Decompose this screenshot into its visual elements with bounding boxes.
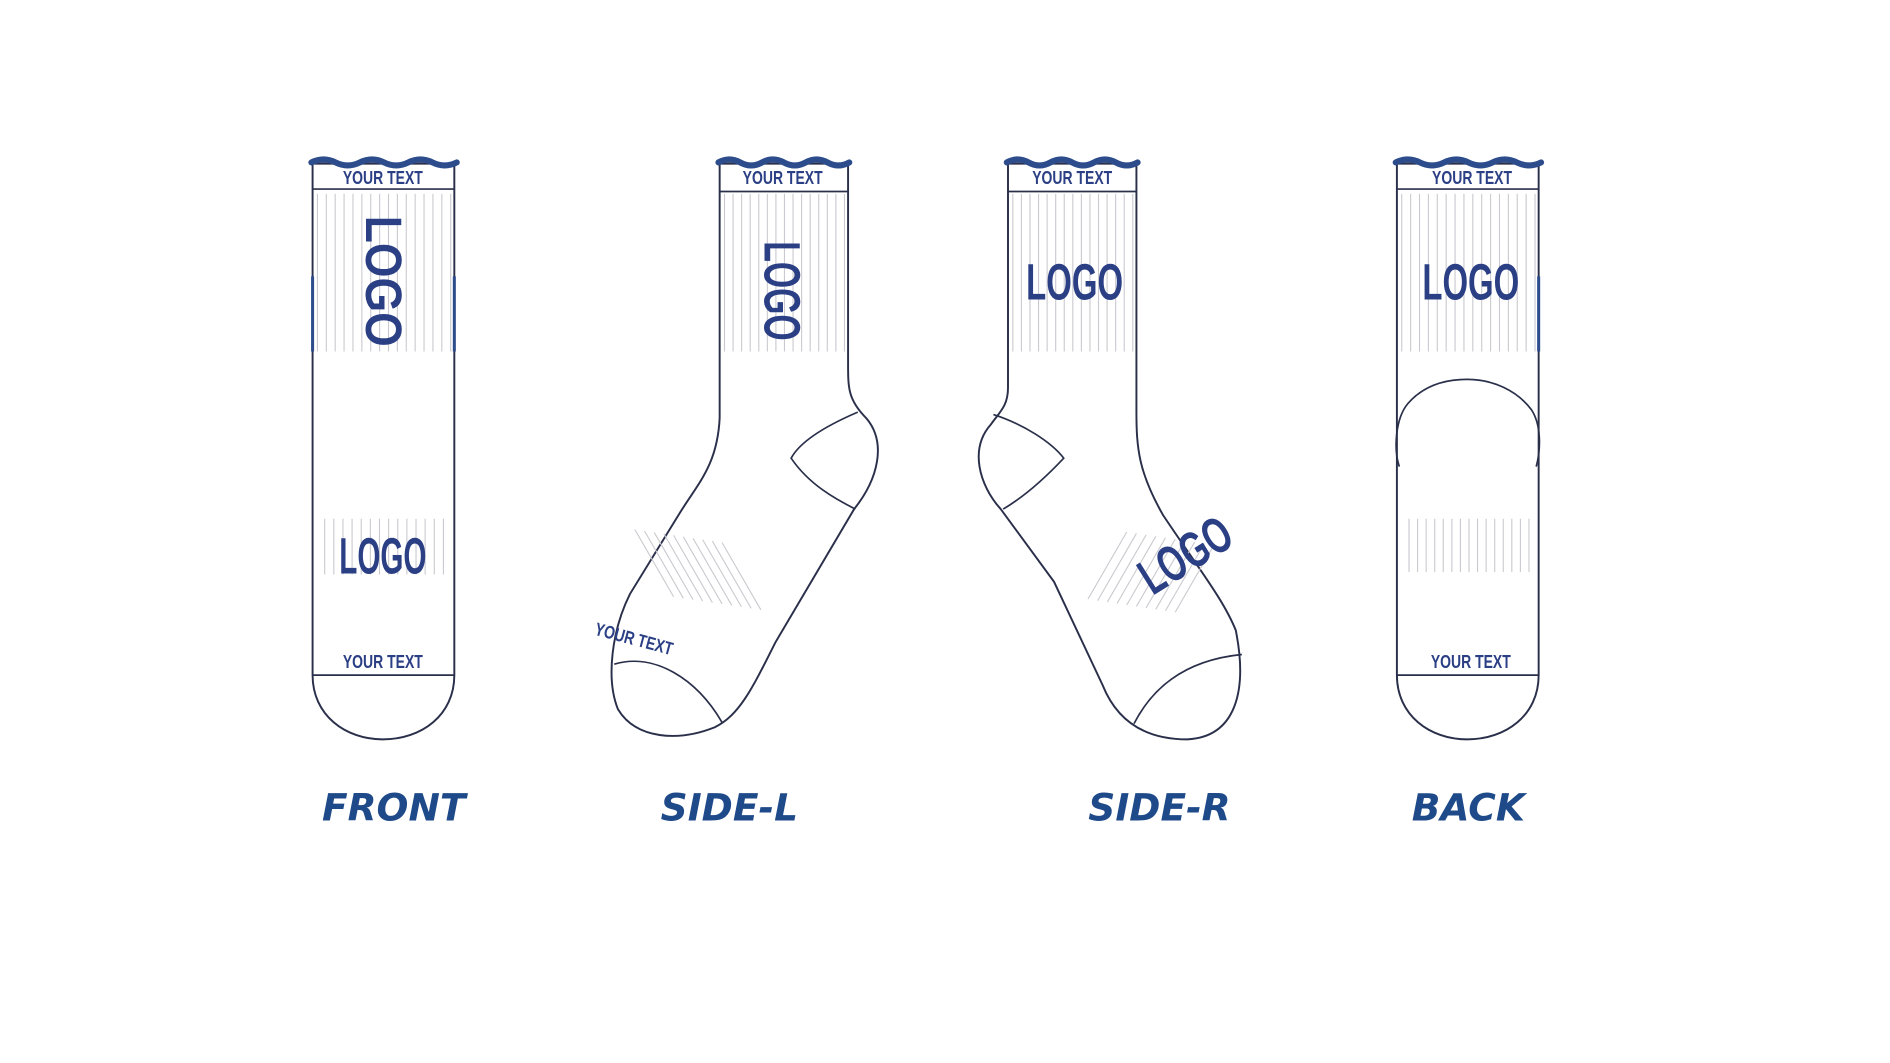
rib-pattern xyxy=(316,193,452,352)
side-r-cuff-text: YOUR TEXT xyxy=(1032,168,1112,188)
back-cuff-text: YOUR TEXT xyxy=(1432,168,1512,188)
side-r-toe xyxy=(1133,653,1242,725)
back-toe-text: YOUR TEXT xyxy=(1431,652,1511,672)
rib-line xyxy=(1097,533,1137,601)
front-toe-text: YOUR TEXT xyxy=(343,652,423,672)
rib-pattern xyxy=(1401,193,1536,352)
back-heel xyxy=(1395,378,1541,467)
side-right-view: YOUR TEXT LOGO LOGO SIDE-R xyxy=(977,156,1243,830)
side-l-cuff-wave xyxy=(715,156,853,169)
rib-line xyxy=(1155,541,1196,610)
side-left-view: YOUR TEXT LOGO YOUR TEXT SIDE-L xyxy=(593,156,879,830)
front-label: FRONT xyxy=(322,786,469,830)
front-view: YOUR TEXT LOGO LOGO YOUR TEXT FRONT xyxy=(308,156,469,830)
side-l-cuff-text: YOUR TEXT xyxy=(743,168,823,188)
rib-line xyxy=(653,532,694,600)
back-view: YOUR TEXT LOGO YOUR TEXT BACK xyxy=(1392,156,1545,830)
rib-line xyxy=(1106,534,1147,603)
side-l-heel xyxy=(790,411,859,510)
side-l-leg-logo: LOGO xyxy=(753,241,810,340)
rib-line xyxy=(1116,536,1157,604)
back-cuff-wave xyxy=(1392,156,1545,169)
rib-pattern xyxy=(1087,531,1215,613)
rib-line xyxy=(1145,540,1186,609)
side-r-cuff-wave xyxy=(1003,156,1141,169)
rib-line xyxy=(644,530,684,599)
side-r-label: SIDE-R xyxy=(1088,786,1230,830)
rib-line xyxy=(682,536,723,605)
rib-pattern xyxy=(1408,518,1530,573)
side-l-label: SIDE-L xyxy=(661,786,798,830)
front-cuff-wave xyxy=(308,156,460,169)
rib-pattern xyxy=(723,193,845,352)
rib-line xyxy=(673,535,713,603)
front-sock-outline xyxy=(311,162,456,741)
front-cuff-text: YOUR TEXT xyxy=(343,168,423,188)
back-sock-outline xyxy=(1395,162,1540,741)
rib-line xyxy=(1165,543,1205,612)
rib-line xyxy=(1174,544,1215,613)
side-l-sock-outline xyxy=(610,162,879,737)
rib-line xyxy=(1135,538,1176,607)
rib-line xyxy=(721,542,762,611)
rib-line xyxy=(702,539,742,608)
front-foot-logo: LOGO xyxy=(339,527,426,584)
back-label: BACK xyxy=(1412,786,1528,830)
side-r-heel xyxy=(993,413,1065,510)
rib-line xyxy=(1087,531,1128,600)
back-leg-logo: LOGO xyxy=(1422,253,1519,310)
front-leg-logo: LOGO xyxy=(355,216,412,347)
rib-pattern xyxy=(634,529,762,611)
side-r-sock-outline xyxy=(977,162,1242,741)
rib-pattern xyxy=(1012,193,1134,352)
rib-pattern xyxy=(324,518,444,575)
rib-line xyxy=(634,529,675,597)
rib-line xyxy=(711,540,752,609)
side-r-leg-logo: LOGO xyxy=(1026,253,1123,310)
rib-line xyxy=(1126,537,1166,606)
rib-line xyxy=(692,537,733,606)
side-l-toe xyxy=(614,660,723,723)
rib-line xyxy=(663,533,704,602)
